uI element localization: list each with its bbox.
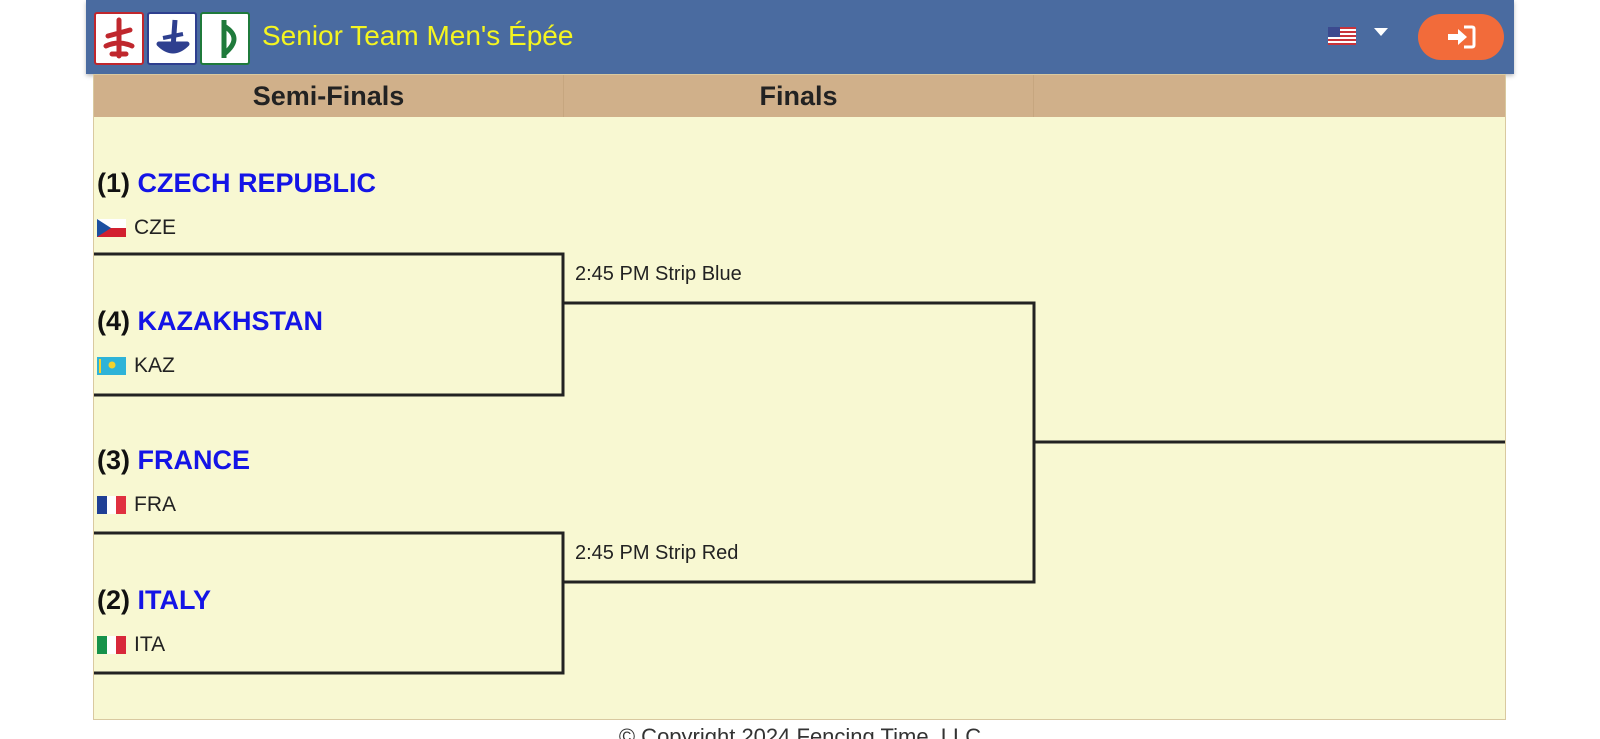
team-entry: (4) KAZAKHSTAN: [97, 306, 323, 337]
us-flag-icon[interactable]: [1328, 27, 1356, 45]
italy-flag-icon: [97, 636, 126, 654]
team-country: CZE: [97, 216, 176, 240]
kazakhstan-flag-icon: [97, 357, 126, 375]
team-link[interactable]: FRANCE: [137, 445, 251, 475]
sabre-logo-icon[interactable]: [147, 12, 197, 65]
team-country: ITA: [97, 633, 165, 657]
team-seed: (1): [97, 168, 130, 198]
match-info: 2:45 PM Strip Blue: [575, 263, 742, 285]
round-finals: Finals: [564, 75, 1034, 117]
match-info: 2:45 PM Strip Red: [575, 542, 739, 564]
france-flag-icon: [97, 496, 126, 514]
team-seed: (4): [97, 306, 130, 336]
chevron-down-icon[interactable]: [1374, 28, 1388, 36]
bracket-panel: Semi-Finals Finals (1) CZECH REPUBLIC CZ…: [93, 74, 1506, 720]
page-title: Senior Team Men's Épée: [262, 20, 574, 51]
team-entry: (1) CZECH REPUBLIC: [97, 168, 376, 199]
login-button[interactable]: [1418, 14, 1504, 60]
team-country: FRA: [97, 493, 176, 517]
team-entry: (3) FRANCE: [97, 445, 250, 476]
team-link[interactable]: CZECH REPUBLIC: [137, 168, 377, 198]
team-seed: (3): [97, 445, 130, 475]
team-link[interactable]: KAZAKHSTAN: [137, 306, 323, 336]
foil-logo-icon[interactable]: [94, 12, 144, 65]
round-header-row: Semi-Finals Finals: [94, 75, 1505, 117]
epee-logo-icon[interactable]: [200, 12, 250, 65]
team-country: KAZ: [97, 354, 175, 378]
country-code: KAZ: [134, 354, 175, 377]
round-semi-finals: Semi-Finals: [94, 75, 564, 117]
team-seed: (2): [97, 585, 130, 615]
czech-flag-icon: [97, 219, 126, 237]
country-code: ITA: [134, 633, 166, 656]
country-code: CZE: [134, 216, 176, 239]
top-navbar: Senior Team Men's Épée: [86, 0, 1514, 74]
bracket-lines: [94, 252, 1505, 675]
country-code: FRA: [134, 493, 176, 516]
sign-in-icon: [1448, 25, 1476, 49]
team-link[interactable]: ITALY: [137, 585, 212, 615]
team-entry: (2) ITALY: [97, 585, 211, 616]
copyright-footer: © Copyright 2024 Fencing Time, LLC: [618, 724, 982, 739]
